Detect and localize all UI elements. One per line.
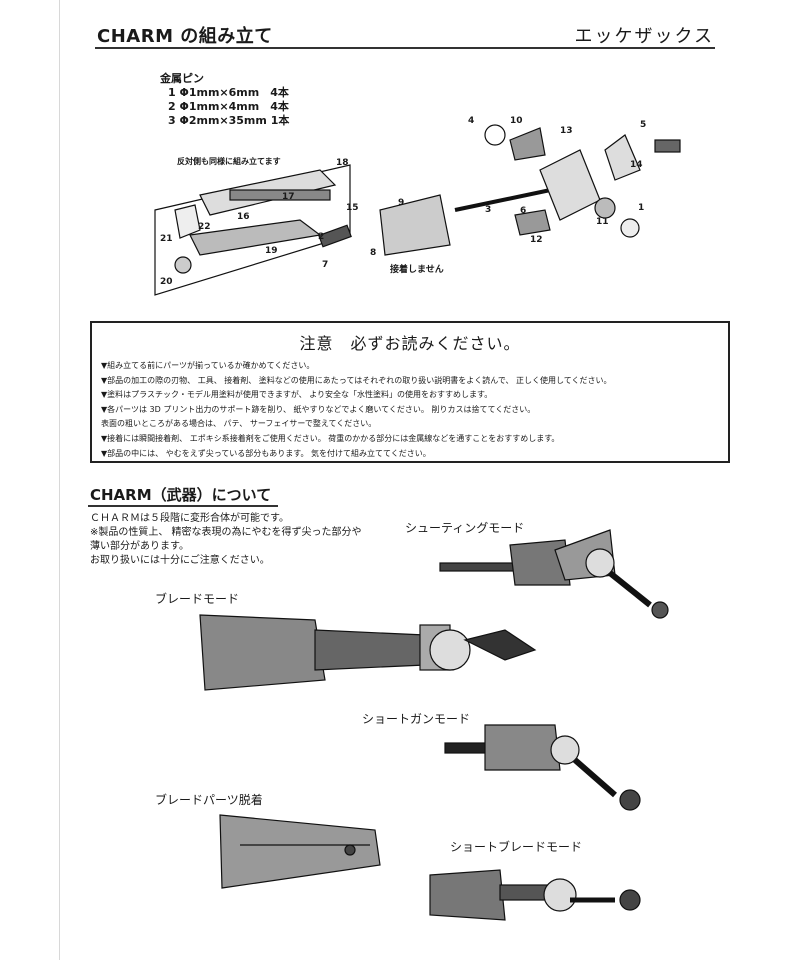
part-number: 5 [640, 120, 647, 130]
caution-item: ▼部品の中には、 やむをえず尖っている部分もあります。 気を付けて組み立ててくだ… [101, 448, 431, 458]
part-number: 22 [198, 222, 211, 232]
mode-label-blade-parts: ブレードパーツ脱着 [155, 793, 263, 807]
part-number: 19 [265, 246, 278, 256]
part-number: 9 [398, 198, 405, 208]
part-number: 18 [336, 158, 349, 168]
page-margin-rule [59, 0, 60, 960]
no-glue-note: 接着しません [390, 265, 444, 275]
shortgun-mode-figure [444, 724, 641, 811]
mode-label-shortgun: ショートガンモード [362, 712, 471, 726]
description-line: ※製品の性質上、 精密な表現の為にやむを得ず尖った部分や [90, 527, 362, 538]
part-number: 15 [346, 203, 359, 213]
weapon-description: ＣＨＡＲＭは５段階に変形合体が可能です。 ※製品の性質上、 精密な表現の為にやむ… [90, 512, 362, 568]
brand-name: エッケザックス [574, 26, 714, 47]
blade-mode-figure [199, 614, 537, 691]
part-number: 11 [596, 217, 609, 227]
section-divider [88, 505, 278, 507]
page-title: CHARM の組み立て [97, 26, 273, 47]
blade-parts-figure [219, 814, 381, 889]
assembly-diagram [154, 124, 681, 296]
pin-item: 3 Φ2mm×35mm 1本 [168, 114, 290, 127]
metal-pin-list: 金属ピン 1 Φ1mm×6mm 4本 2 Φ1mm×4mm 4本 3 Φ2mm×… [160, 72, 289, 128]
part-number: 6 [520, 206, 527, 216]
description-line: お取り扱いには十分にご注意ください。 [90, 555, 270, 566]
part-number: 1 [638, 203, 645, 213]
caution-list: ▼組み立てる前にパーツが揃っているか確かめてください。 ▼部品の加工の際の刃物、… [101, 359, 728, 461]
mode-label-blade: ブレードモード [155, 592, 240, 606]
caution-item: ▼部品の加工の際の刃物、 工具、 接着剤、 塗料などの使用にあたってはそれぞれの… [101, 375, 612, 385]
caution-item: ▼組み立てる前にパーツが揃っているか確かめてください。 [101, 361, 315, 370]
mode-label-short-blade: ショートブレードモード [450, 840, 583, 854]
caution-item: ▼接着には瞬間接着剤、 エポキシ系接着剤をご使用ください。 荷重のかかる部分には… [101, 433, 560, 443]
short-blade-figure [429, 869, 641, 921]
part-number: 12 [530, 235, 543, 245]
part-number: 21 [160, 234, 173, 244]
part-number: 14 [630, 160, 643, 170]
caution-box: 注意 必ずお読みください。 ▼組み立てる前にパーツが揃っているか確かめてください… [90, 321, 730, 463]
part-number: 10 [510, 116, 523, 126]
weapon-section-title: CHARM（武器）について [90, 486, 272, 504]
pin-item: 1 Φ1mm×6mm 4本 [168, 86, 289, 99]
part-number: 3 [485, 205, 492, 215]
description-line: 薄い部分があります。 [90, 541, 189, 552]
part-number: 16 [237, 212, 250, 222]
header-divider [95, 47, 715, 49]
part-number: 8 [370, 248, 377, 258]
part-number: 17 [282, 192, 295, 202]
caution-item: ▼各パーツは 3D プリント出力のサポート跡を削り、 紙やすりなどでよく磨いてく… [101, 404, 536, 414]
part-number: 20 [160, 277, 173, 287]
part-number: 7 [322, 260, 329, 270]
mode-label-shooting: シューティングモード [405, 521, 525, 535]
pin-item: 2 Φ1mm×4mm 4本 [168, 100, 289, 113]
caution-item: 表面の粗いところがある場合は、 パテ、 サーフェイサーで整えてください。 [101, 419, 377, 429]
description-line: ＣＨＡＲＭは５段階に変形合体が可能です。 [90, 513, 289, 524]
caution-title: 注意 必ずお読みください。 [299, 334, 521, 353]
assembly-note: 反対側も同様に組み立てます [177, 157, 281, 166]
part-number: 2 [318, 232, 325, 242]
pin-heading: 金属ピン [160, 72, 204, 85]
part-number: 4 [468, 116, 475, 126]
shooting-mode-figure [439, 529, 669, 619]
caution-item: ▼塗料はプラスチック・モデル用塗料が使用できますが、 より安全な「水性塗料」の使… [101, 390, 493, 400]
part-number: 13 [560, 126, 573, 136]
